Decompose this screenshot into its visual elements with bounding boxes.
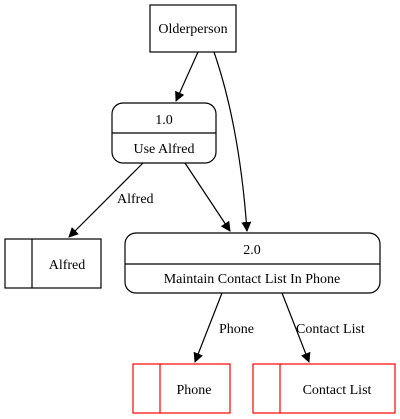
- flow-process-1-to-alfred: [68, 162, 144, 238]
- process-2-0[interactable]: 2.0 Maintain Contact List In Phone: [124, 232, 381, 294]
- flow-olderperson-to-process-2: [213, 51, 252, 232]
- process-1-0[interactable]: 1.0 Use Alfred: [111, 102, 217, 164]
- process-number: 1.0: [155, 113, 173, 128]
- data-store-alfred[interactable]: Alfred: [4, 238, 102, 289]
- data-store-label: Alfred: [49, 258, 86, 273]
- data-store-label: Contact List: [303, 383, 372, 398]
- flow-process-2-to-phone: [193, 292, 223, 363]
- data-store-contact-list[interactable]: Contact List: [252, 363, 396, 414]
- flow-label-contact-list: Contact List: [296, 322, 365, 337]
- external-entity-label: Olderperson: [158, 22, 227, 37]
- flow-process-1-to-process-2: [184, 162, 231, 232]
- data-store-phone[interactable]: Phone: [132, 363, 231, 414]
- flow-process-2-to-contact-list: [281, 292, 311, 363]
- process-name: Use Alfred: [133, 142, 194, 157]
- flow-label-alfred: Alfred: [117, 192, 154, 207]
- flow-olderperson-to-process-1: [175, 51, 199, 102]
- data-store-label: Phone: [177, 383, 212, 398]
- flow-label-phone: Phone: [219, 322, 254, 337]
- process-number: 2.0: [243, 243, 261, 258]
- external-entity-olderperson[interactable]: Olderperson: [149, 4, 237, 53]
- process-name: Maintain Contact List In Phone: [164, 272, 341, 287]
